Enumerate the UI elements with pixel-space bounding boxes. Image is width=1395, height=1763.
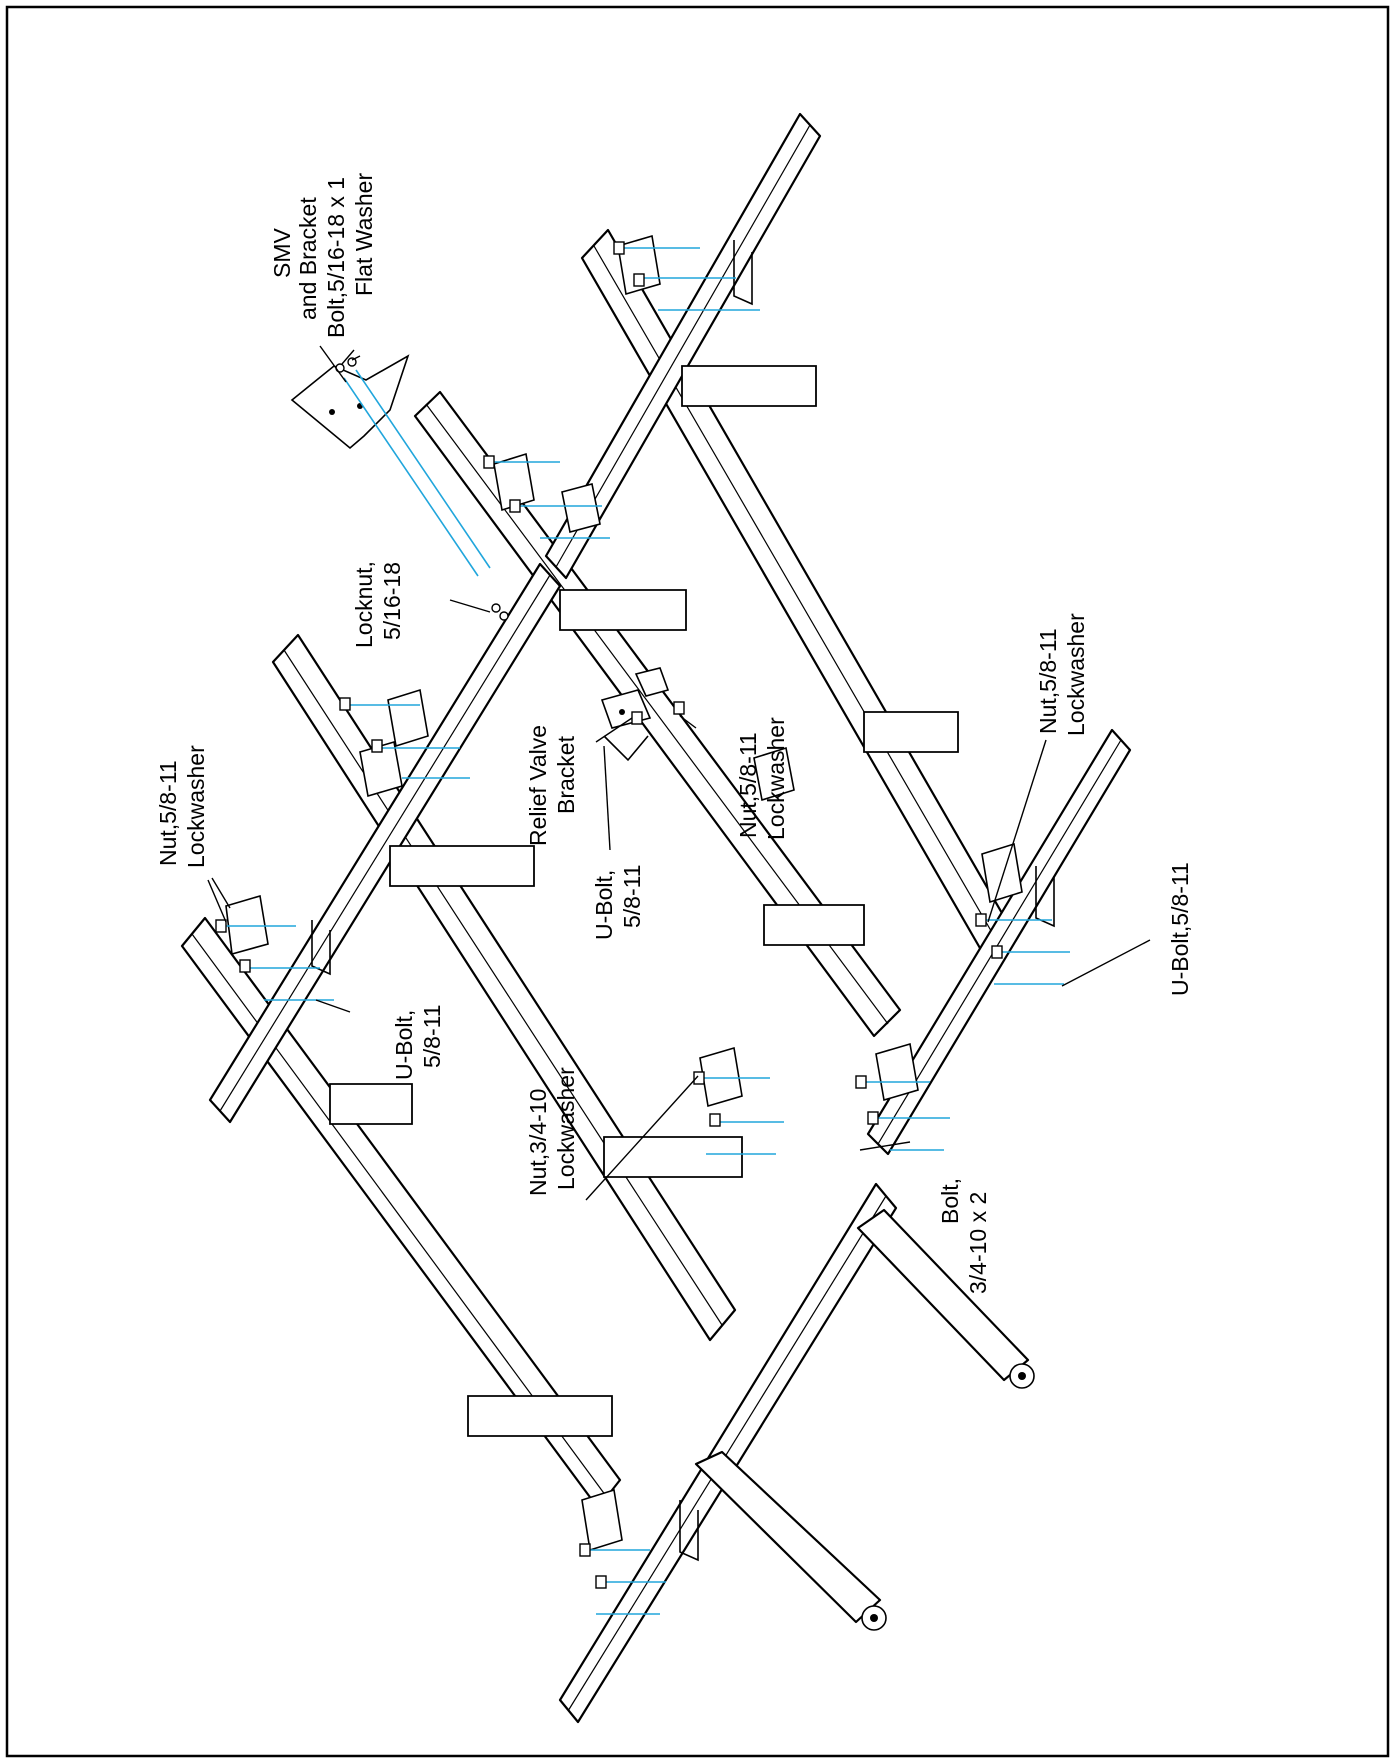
svg-text:Nut,5/8-11: Nut,5/8-11 bbox=[735, 732, 761, 838]
smv-emblem bbox=[290, 354, 410, 450]
callout-bolt-5-16: Bolt,5/16-18 x 1 Flat Washer bbox=[323, 173, 377, 338]
svg-text:Flat Washer: Flat Washer bbox=[351, 173, 377, 296]
cross-beam-rear-right bbox=[544, 112, 822, 580]
svg-text:SMV: SMV bbox=[269, 228, 295, 279]
callout-bolt-3-4: Bolt, 3/4-10 x 2 bbox=[937, 1178, 991, 1294]
svg-text:Nut,5/8-11: Nut,5/8-11 bbox=[155, 760, 181, 866]
svg-text:Locknut,: Locknut, bbox=[351, 561, 377, 648]
drawing-border bbox=[5, 5, 1390, 1758]
leader-lines bbox=[207, 345, 1151, 1201]
svg-text:U-Bolt,5/8-11: U-Bolt,5/8-11 bbox=[1167, 862, 1193, 996]
cross-beam-front-left bbox=[558, 1182, 898, 1724]
callout-relief-valve-bracket: Relief Valve Bracket bbox=[525, 725, 579, 846]
svg-text:5/8-11: 5/8-11 bbox=[419, 1004, 445, 1068]
svg-text:Lockwasher: Lockwasher bbox=[763, 717, 789, 840]
hardware-nuts bbox=[215, 241, 1003, 1589]
callout-locknut: Locknut, 5/16-18 bbox=[351, 561, 405, 648]
svg-text:Bracket: Bracket bbox=[553, 735, 579, 814]
hitch-arm-left bbox=[694, 1450, 887, 1631]
callout-ubolt-right: U-Bolt,5/8-11 bbox=[1167, 862, 1193, 996]
clamp-plates bbox=[225, 234, 1023, 1552]
svg-text:5/16-18: 5/16-18 bbox=[379, 562, 405, 640]
svg-text:Lockwasher: Lockwasher bbox=[553, 1067, 579, 1190]
svg-text:Nut,5/8-11: Nut,5/8-11 bbox=[1035, 628, 1061, 734]
svg-text:Bolt,5/16-18 x 1: Bolt,5/16-18 x 1 bbox=[323, 177, 349, 338]
svg-text:Relief Valve: Relief Valve bbox=[525, 725, 551, 846]
cross-beam-rear-left bbox=[208, 562, 562, 1124]
svg-text:Nut,3/4-10: Nut,3/4-10 bbox=[525, 1089, 551, 1196]
svg-text:Lockwasher: Lockwasher bbox=[1063, 613, 1089, 736]
hardware-assembly-lines bbox=[224, 247, 1070, 1615]
callout-nut-center: Nut,5/8-11 Lockwasher bbox=[735, 717, 789, 840]
callout-nut-right: Nut,5/8-11 Lockwasher bbox=[1035, 613, 1089, 736]
callout-ubolt-center: U-Bolt, 5/8-11 bbox=[591, 864, 645, 940]
svg-text:U-Bolt,: U-Bolt, bbox=[391, 1010, 417, 1080]
svg-text:U-Bolt,: U-Bolt, bbox=[591, 870, 617, 940]
u-bolts bbox=[311, 240, 1055, 1562]
callout-smv: SMV and Bracket bbox=[269, 197, 321, 320]
callout-ubolt-left: U-Bolt, 5/8-11 bbox=[391, 1004, 445, 1080]
svg-text:Lockwasher: Lockwasher bbox=[183, 745, 209, 868]
svg-text:and Bracket: and Bracket bbox=[295, 197, 321, 320]
shanks bbox=[329, 365, 959, 1437]
hitch-arm-right bbox=[856, 1208, 1035, 1389]
cross-beam-front-right bbox=[866, 728, 1132, 1156]
callout-nut-3-4: Nut,3/4-10 Lockwasher bbox=[525, 1067, 579, 1196]
svg-text:Bolt,: Bolt, bbox=[937, 1178, 963, 1224]
svg-text:5/8-11: 5/8-11 bbox=[619, 864, 645, 928]
callout-nut-left: Nut,5/8-11 Lockwasher bbox=[155, 745, 209, 868]
svg-text:3/4-10 x 2: 3/4-10 x 2 bbox=[965, 1192, 991, 1294]
